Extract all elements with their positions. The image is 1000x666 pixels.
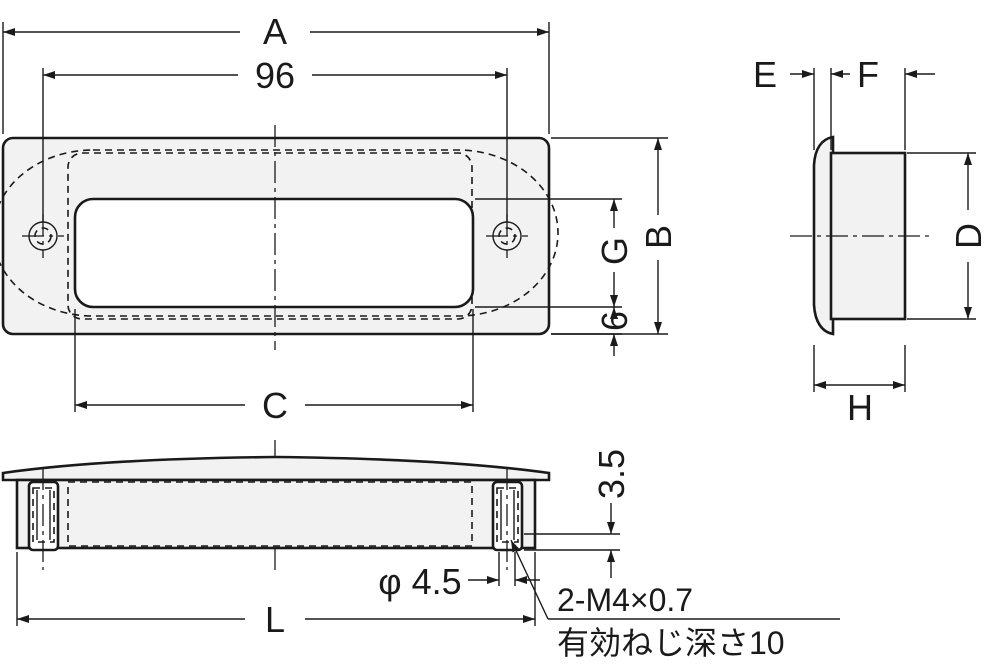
thread-callout: 2-M4×0.7 有効ねじ深さ10 <box>510 539 840 661</box>
boss-right <box>491 468 524 570</box>
dim-f-label: F <box>857 54 879 95</box>
dimension-3-5: 3.5 <box>524 449 632 578</box>
thread-spec-label: 2-M4×0.7 <box>557 582 693 618</box>
dim-b-label: B <box>638 225 679 249</box>
dimension-e: E <box>753 54 815 150</box>
dimension-a: A <box>2 11 550 134</box>
boss-left <box>27 468 60 570</box>
hidden-recess-outline <box>67 152 473 320</box>
dimension-phi-4-5: φ 4.5 <box>378 552 540 602</box>
side-view: E F D H <box>753 54 989 428</box>
dimension-c: C <box>74 309 474 426</box>
dimension-d: D <box>907 152 989 320</box>
dim-g-label: G <box>594 237 635 265</box>
dim-d-label: D <box>948 223 989 249</box>
bottom-view: 3.5 φ 4.5 L 2-M4×0.7 有効ねじ深さ10 <box>1 440 840 661</box>
dim-phi-label: φ 4.5 <box>378 561 461 602</box>
dim-3-5-label: 3.5 <box>591 449 632 499</box>
dimension-6: 6 <box>551 307 635 356</box>
dimension-g: G <box>475 198 635 308</box>
dim-96-label: 96 <box>255 55 295 96</box>
dimension-l: L <box>16 552 536 640</box>
bottom-hidden-recess <box>67 481 473 547</box>
dimension-f: F <box>830 54 935 150</box>
grip-opening <box>73 197 475 309</box>
bottom-flange <box>1 455 551 482</box>
dim-a-label: A <box>263 11 287 52</box>
dim-e-label: E <box>753 54 777 95</box>
hidden-oval-outline <box>0 149 559 317</box>
dim-h-label: H <box>847 387 873 428</box>
dimension-96: 96 <box>42 55 508 222</box>
dim-6-label: 6 <box>594 311 635 331</box>
dim-l-label: L <box>265 599 285 640</box>
dimension-h: H <box>813 345 906 428</box>
dim-c-label: C <box>262 385 288 426</box>
side-flange <box>812 135 835 336</box>
front-view: A 96 C B <box>0 11 679 426</box>
dimension-b: B <box>551 137 679 335</box>
thread-depth-label: 有効ねじ深さ10 <box>557 625 785 661</box>
bottom-body <box>15 478 537 550</box>
